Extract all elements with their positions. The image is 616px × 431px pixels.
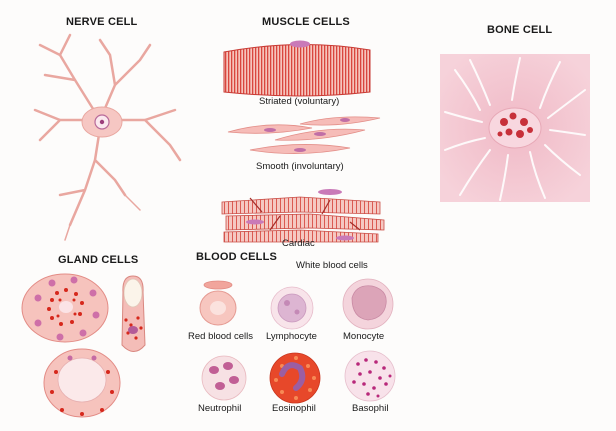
smooth-muscle-cells bbox=[227, 116, 381, 154]
bone-cell-heading: BONE CELL bbox=[487, 24, 553, 36]
monocyte-cell bbox=[342, 278, 394, 330]
muscle-cells-heading: MUSCLE CELLS bbox=[262, 16, 350, 28]
gland-cells bbox=[21, 273, 146, 418]
eosinophil-cell bbox=[269, 352, 321, 404]
red-blood-cells-label: Red blood cells bbox=[188, 331, 253, 342]
eosinophil-label: Eosinophil bbox=[272, 403, 316, 414]
neutrophil-label: Neutrophil bbox=[198, 403, 242, 414]
gland-cells-heading: GLAND CELLS bbox=[58, 254, 139, 266]
nerve-cell bbox=[33, 33, 182, 241]
cardiac-muscle-cells bbox=[221, 189, 385, 243]
lymphocyte-label: Lymphocyte bbox=[266, 331, 317, 342]
white-blood-cells-label: White blood cells bbox=[296, 260, 368, 271]
lymphocyte-cell bbox=[270, 286, 314, 330]
cardiac-label: Cardiac bbox=[282, 238, 315, 249]
basophil-label: Basophil bbox=[352, 403, 389, 414]
striated-label: Striated (voluntary) bbox=[259, 96, 340, 107]
nerve-cell-heading: NERVE CELL bbox=[66, 16, 138, 28]
neutrophil-cell bbox=[201, 355, 247, 401]
red-blood-cells bbox=[199, 280, 237, 326]
monocyte-label: Monocyte bbox=[343, 331, 385, 342]
striated-muscle-cell bbox=[223, 40, 371, 97]
smooth-label: Smooth (involuntary) bbox=[256, 161, 344, 172]
blood-cells-heading: BLOOD CELLS bbox=[196, 251, 278, 263]
basophil-cell bbox=[344, 350, 396, 402]
bone-cell bbox=[440, 54, 590, 202]
